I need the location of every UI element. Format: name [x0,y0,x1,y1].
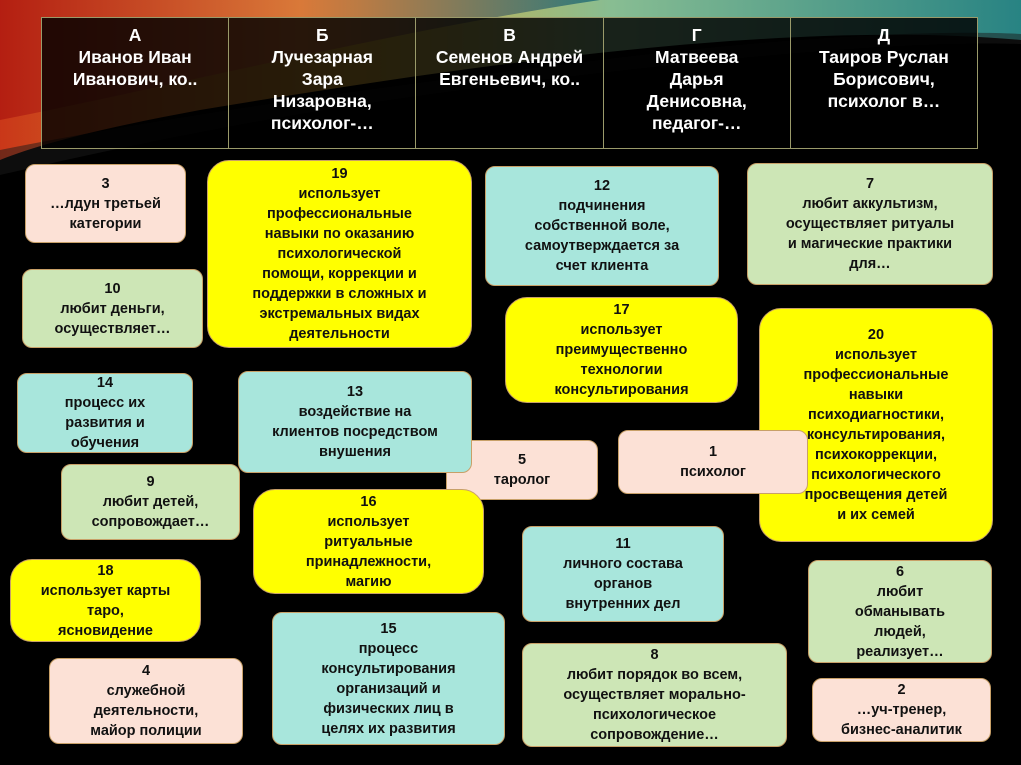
card-number: 9 [146,474,155,490]
card-text: использует профессиональные навыки психо… [803,347,949,523]
card-number: 5 [517,452,527,468]
card-number: 12 [593,178,611,194]
card-text: личного состава органов внутренних дел [563,556,683,612]
card-17[interactable]: 17 использует преимущественно технологии… [505,297,738,403]
card-number: 1 [708,444,718,460]
card-9[interactable]: 9 любит детей, сопровождает… [61,464,240,540]
card-11[interactable]: 11 личного состава органов внутренних де… [522,526,724,622]
card-20[interactable]: 20 использует профессиональные навыки пс… [759,308,993,542]
card-number: 16 [360,493,377,510]
card-text: любит деньги, осуществляет… [54,300,171,337]
card-13[interactable]: 13 воздействие на клиентов посредством в… [238,371,472,473]
card-4[interactable]: 4 служебной деятельности, майор полиции [49,658,243,744]
card-text: любит аккультизм, осуществляет ритуалы и… [785,196,955,272]
card-6[interactable]: 6 любит обманывать людей, реализует… [808,560,992,663]
header-name: Семенов Андрей Евгеньевич, ко.. [435,47,584,89]
header-letter: Б [316,25,329,45]
card-text: …лдун третьей категории [50,195,161,232]
header-column-b: Б Лучезарная Зара Низаровна, психолог-… [229,18,417,148]
header-letter: В [503,25,516,45]
card-number: 14 [96,375,114,391]
card-number: 3 [101,175,110,192]
header-letter: Г [691,25,702,45]
card-text: использует ритуальные принадлежности, ма… [305,513,432,590]
header-table: А Иванов Иван Иванович, ко.. Б Лучезарна… [41,17,978,149]
header-name: Таиров Руслан Борисович, психолог в… [818,47,949,111]
card-number: 11 [615,536,631,552]
card-number: 19 [331,166,348,182]
card-text: процесс консультирования организаций и ф… [321,640,456,737]
card-text: любит обманывать людей, реализует… [854,583,946,660]
header-letter: А [128,25,142,45]
card-text: …уч-тренер, бизнес-аналитик [841,702,962,738]
card-number: 15 [380,620,397,637]
card-text: использует карты таро, ясновидение [40,582,171,639]
card-number: 6 [895,563,905,580]
card-text: подчинения собственной воле, самоутвержд… [524,198,680,274]
card-18[interactable]: 18 использует карты таро, ясновидение [10,559,201,642]
header-column-v: В Семенов Андрей Евгеньевич, ко.. [416,18,604,148]
card-1[interactable]: 1 психолог [618,430,808,494]
header-column-a: А Иванов Иван Иванович, ко.. [42,18,230,148]
card-12[interactable]: 12 подчинения собственной воле, самоутве… [485,166,719,286]
card-number: 10 [104,280,121,297]
card-number: 7 [865,176,875,192]
card-text: служебной деятельности, майор полиции [90,683,202,739]
card-text: использует профессиональные навыки по ок… [252,186,427,342]
header-column-d: Д Таиров Руслан Борисович, психолог в… [791,18,977,148]
card-number: 8 [650,647,659,663]
card-14[interactable]: 14 процесс их развития и обучения [17,373,193,453]
card-text: таролог [493,472,551,488]
card-text: психолог [680,464,746,480]
card-number: 4 [141,663,151,679]
card-3[interactable]: 3 …лдун третьей категории [25,164,186,243]
card-7[interactable]: 7 любит аккультизм, осуществляет ритуалы… [747,163,993,285]
card-text: любит порядок во всем, осуществляет мора… [563,667,746,743]
card-10[interactable]: 10 любит деньги, осуществляет… [22,269,203,348]
card-19[interactable]: 19 использует профессиональные навыки по… [207,160,472,348]
card-number: 13 [346,384,364,400]
header-letter: Д [877,25,891,45]
header-name: Иванов Иван Иванович, ко.. [72,47,198,89]
card-text: любит детей, сопровождает… [91,494,210,530]
header-name: Матвеева Дарья Денисовна, педагог-… [646,47,747,133]
card-2[interactable]: 2 …уч-тренер, бизнес-аналитик [812,678,991,742]
card-text: воздействие на клиентов посредством внуш… [272,404,438,460]
card-text: использует преимущественно технологии ко… [554,322,689,398]
card-8[interactable]: 8 любит порядок во всем, осуществляет мо… [522,643,787,747]
card-number: 18 [97,562,114,579]
card-16[interactable]: 16 использует ритуальные принадлежности,… [253,489,484,594]
header-name: Лучезарная Зара Низаровна, психолог-… [270,47,374,133]
card-number: 20 [867,327,885,343]
card-15[interactable]: 15 процесс консультирования организаций … [272,612,505,745]
card-number: 17 [613,302,630,318]
header-column-g: Г Матвеева Дарья Денисовна, педагог-… [604,18,791,148]
card-number: 2 [897,682,906,698]
card-text: процесс их развития и обучения [64,395,146,451]
